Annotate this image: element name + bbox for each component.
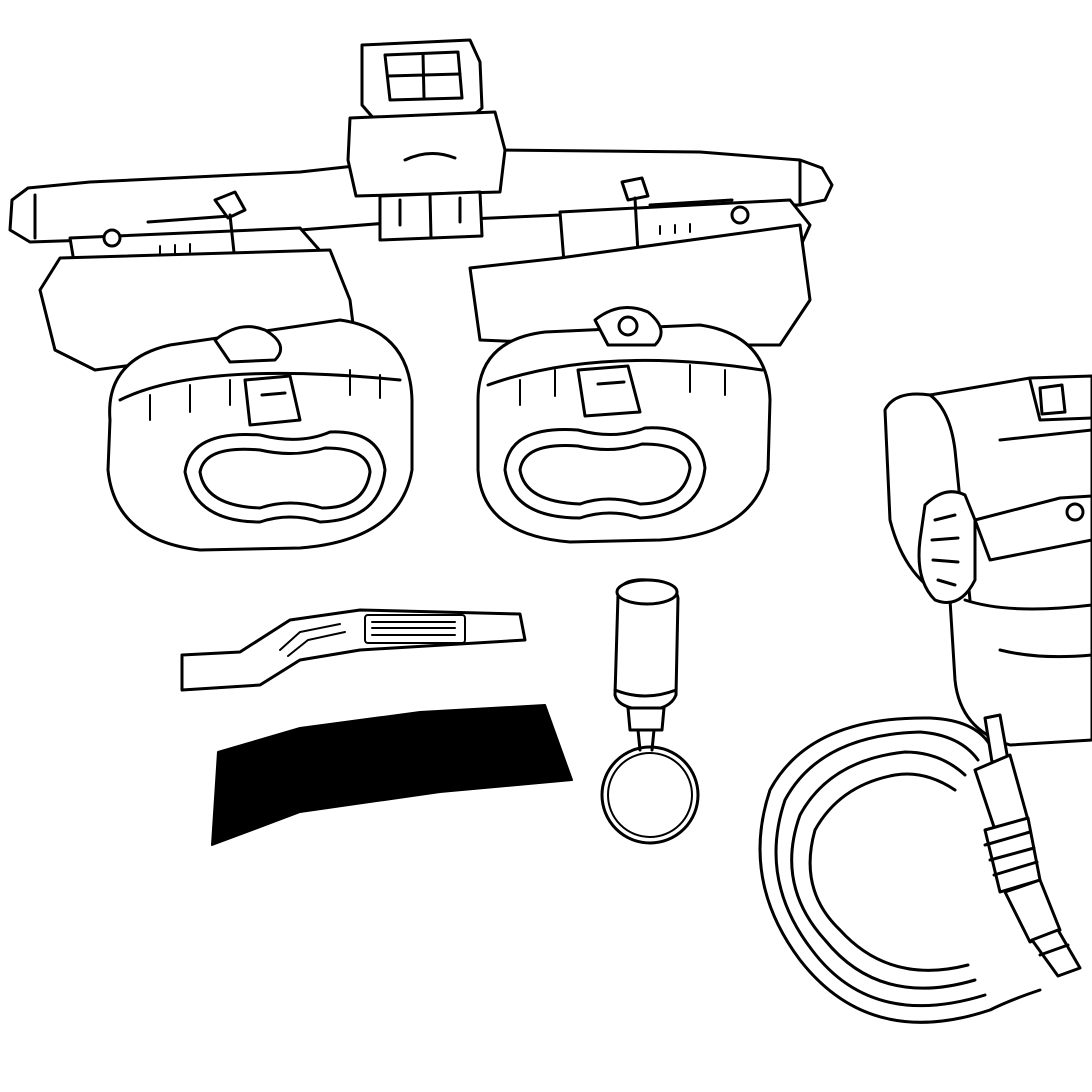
keyring-loop bbox=[600, 745, 700, 845]
goggle-sensor-head bbox=[346, 38, 507, 242]
cylinder-keyring bbox=[600, 578, 700, 845]
black-fabric-strap bbox=[211, 704, 573, 846]
coiled-power-cable bbox=[758, 713, 1082, 1024]
printed-label-strip bbox=[180, 608, 527, 692]
right-eyepiece bbox=[468, 223, 812, 544]
label-text-block bbox=[364, 614, 466, 644]
night-vision-goggles bbox=[8, 38, 834, 552]
head-mount-unit bbox=[883, 374, 1092, 747]
left-eyepiece bbox=[38, 248, 414, 552]
